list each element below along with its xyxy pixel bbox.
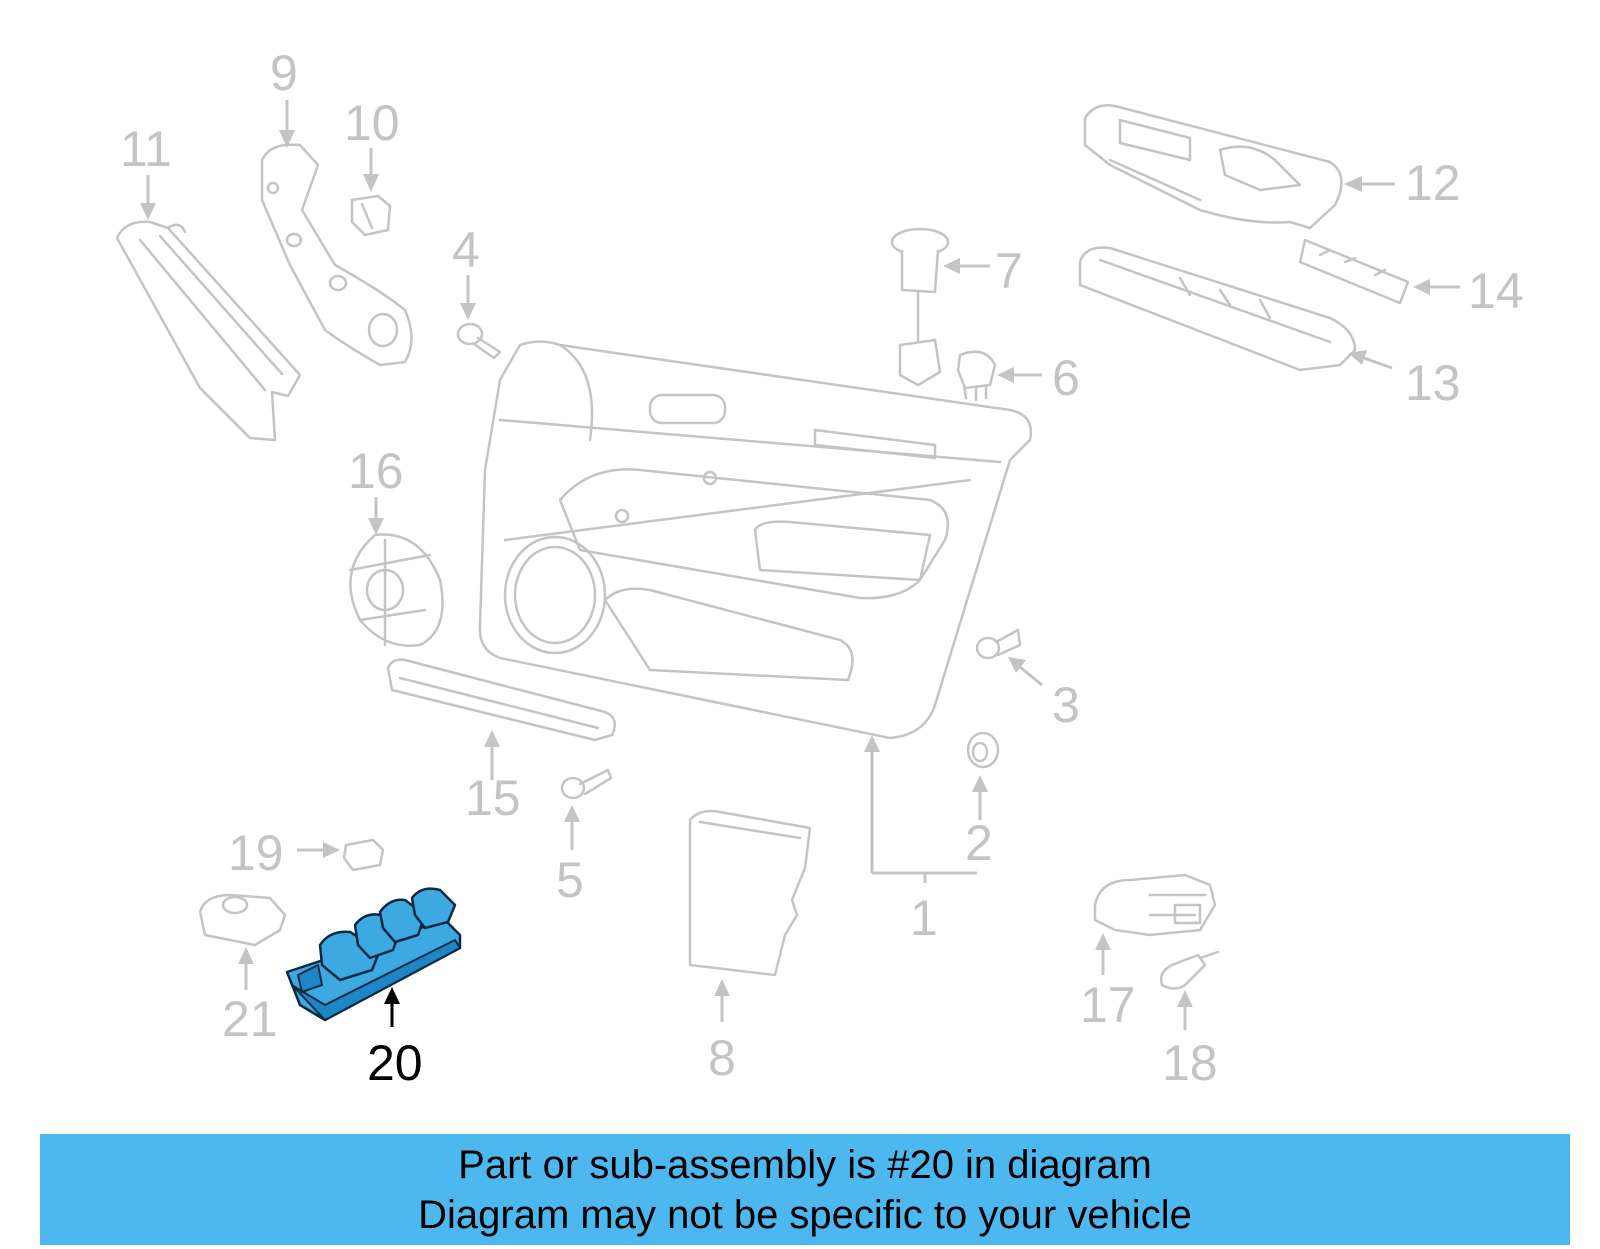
arrow-5 (564, 805, 580, 850)
arrow-2 (972, 775, 988, 820)
label-4: 4 (452, 222, 480, 278)
banner-line-1: Part or sub-assembly is #20 in diagram (458, 1142, 1152, 1187)
leader-1 (864, 735, 977, 883)
arrow-14 (1413, 279, 1460, 295)
label-5: 5 (556, 852, 584, 908)
part-12-switch-bezel[interactable] (1083, 104, 1343, 230)
arrow-6 (997, 367, 1042, 383)
label-7: 7 (995, 243, 1023, 299)
part-6-grommet[interactable] (956, 350, 997, 402)
label-16: 16 (348, 443, 404, 499)
part-16-speaker[interactable] (348, 533, 444, 647)
label-14: 14 (1468, 263, 1524, 319)
part-13-switch-housing[interactable] (1078, 246, 1357, 372)
label-15: 15 (465, 770, 521, 826)
arrow-15 (484, 730, 500, 780)
label-2: 2 (965, 815, 993, 871)
arrow-3 (1008, 657, 1043, 687)
part-8-cover[interactable] (688, 809, 812, 977)
label-20: 20 (367, 1035, 423, 1091)
label-13: 13 (1405, 355, 1461, 411)
part-21-switch[interactable] (198, 893, 287, 947)
arrow-4 (460, 275, 476, 320)
info-banner: Part or sub-assembly is #20 in diagram D… (40, 1134, 1570, 1245)
part-2-grommet[interactable] (966, 731, 1000, 769)
arrow-11 (140, 175, 156, 220)
arrow-13 (1348, 350, 1393, 370)
label-9: 9 (270, 45, 298, 101)
banner-line-2: Diagram may not be specific to your vehi… (418, 1192, 1192, 1237)
part-4-screw[interactable] (456, 322, 502, 360)
arrow-20 (384, 987, 400, 1027)
arrow-7 (943, 258, 990, 274)
part-1-door-trim-panel[interactable] (478, 340, 1033, 740)
part-11-door-pull-handle[interactable] (115, 220, 302, 442)
arrow-21 (238, 947, 254, 990)
label-17: 17 (1080, 977, 1136, 1033)
part-9-handle-bracket[interactable] (260, 143, 413, 367)
label-3: 3 (1052, 677, 1080, 733)
part-10-clip[interactable] (350, 194, 392, 237)
arrow-18 (1177, 990, 1193, 1030)
arrow-9 (279, 100, 295, 148)
label-8: 8 (708, 1030, 736, 1086)
part-14-switch[interactable] (1298, 238, 1410, 305)
arrow-10 (363, 148, 379, 192)
part-18-bulb[interactable] (1159, 950, 1220, 990)
arrow-19 (297, 842, 340, 858)
label-12: 12 (1405, 155, 1461, 211)
part-15-weatherstrip[interactable] (386, 658, 617, 742)
label-11: 11 (120, 121, 172, 177)
part-7-lock-rod[interactable] (890, 227, 950, 387)
arrow-8 (714, 979, 730, 1022)
label-10: 10 (344, 95, 400, 151)
part-19-clip[interactable] (342, 838, 385, 872)
part-3-trim-clip[interactable] (975, 628, 1022, 660)
part-17-switch[interactable] (1093, 873, 1217, 937)
label-1: 1 (910, 890, 938, 946)
arrow-17 (1095, 933, 1111, 975)
arrow-12 (1344, 176, 1395, 192)
label-21: 21 (222, 991, 278, 1047)
label-19: 19 (228, 825, 284, 881)
label-18: 18 (1162, 1035, 1218, 1091)
label-6: 6 (1052, 350, 1080, 406)
arrow-16 (368, 497, 384, 535)
part-20-power-window-switch[interactable] (285, 887, 462, 1022)
part-5-screw[interactable] (560, 768, 613, 800)
